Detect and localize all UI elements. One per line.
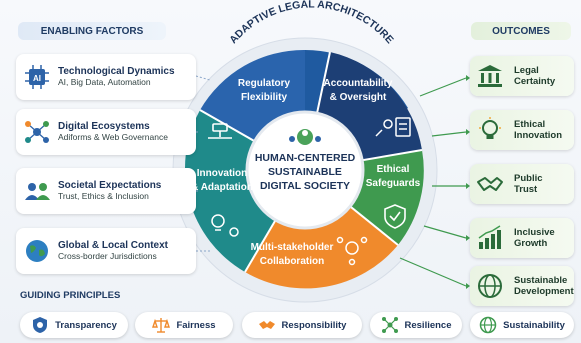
factor-subtitle: Adiforms & Web Governance [58,131,168,142]
center-line-3: DIGITAL SOCIETY [260,180,350,192]
principle-pill: Resilience [370,312,462,338]
gavel-icon [208,123,232,139]
center-line-1: HUMAN-CENTERED [255,152,356,164]
ethical-label-2: Safeguards [366,178,421,189]
globe-icon [26,240,48,262]
principle-label: Fairness [176,319,216,331]
stakeholder-network-icon [336,236,368,266]
shield-check-icon [384,204,406,229]
lightbulb-gear-icon [211,214,239,237]
factor-subtitle: Trust, Ethics & Inclusion [58,190,149,201]
factor-title: Societal Expectations [58,180,162,192]
lightbulb-icon [479,117,501,139]
outcomes-header: OUTCOMES [471,22,571,40]
shield-icon [33,317,48,333]
innovation-label-1: Innovation [197,168,248,179]
guiding-principles-header: GUIDING PRINCIPLES [20,290,121,301]
outcome-label-1: Ethical [514,118,546,130]
handshake-icon [477,177,503,191]
courthouse-icon [478,65,502,87]
outcome-label-1: Inclusive [514,226,555,238]
outcome-label-1: Legal [514,64,539,76]
regulatory-label-1: Regulatory [238,78,291,89]
outcome-label-1: Public [514,172,543,184]
accountability-label-1: Accountability [324,78,393,89]
outcome-label-2: Growth [514,238,548,249]
multistakeholder-label-1: Multi-stakeholder [251,242,334,253]
principle-label: Sustainability [503,319,565,331]
factor-card: Global & Local Context Cross-border Juri… [16,228,196,274]
principle-label: Resilience [404,319,452,331]
accountability-label-2: & Oversight [330,92,387,103]
center-line-2: SUSTAINABLE [268,166,342,178]
principle-pill: Sustainability [470,312,574,338]
network-icon [25,121,49,143]
factor-subtitle: AI, Big Data, Automation [58,76,151,87]
factor-card: Societal Expectations Trust, Ethics & In… [16,168,196,214]
outcome-label-2: Certainty [514,76,556,87]
chip-icon: AI [25,65,49,89]
factor-title: Digital Ecosystems [58,121,150,133]
factor-subtitle: Cross-border Jurisdictions [58,250,157,261]
factor-title: Technological Dynamics [58,66,175,78]
principle-pill: Transparency [20,312,128,338]
ethical-label-1: Ethical [377,164,410,175]
segment-multistakeholder [245,170,398,289]
people-icon [25,183,50,200]
principle-label: Transparency [55,319,117,331]
network-icon [381,317,398,333]
svg-text:AI: AI [33,74,41,83]
outcome-label-2: Trust [514,184,538,195]
regulatory-label-2: Flexibility [241,92,288,103]
principle-pill: Fairness [135,312,233,338]
factor-title: Global & Local Context [58,240,169,252]
document-checklist-icon [375,117,411,137]
innovation-label-2: & Adaptation [191,182,253,193]
globe-icon [479,316,497,334]
earth-icon [478,274,502,298]
society-network-icon [289,129,321,145]
principle-label: Responsibility [281,319,347,331]
segment-innovation [185,110,305,272]
principle-pill: Responsibility [242,312,362,338]
enabling-factors-header: ENABLING FACTORS [18,22,166,40]
growth-chart-icon [478,225,501,249]
outcome-label-2: Development [514,286,574,297]
outcome-label-1: Sustainable [514,274,568,286]
factor-card: Digital Ecosystems Adiforms & Web Govern… [16,109,196,155]
handshake-icon [258,321,275,329]
multistakeholder-label-2: Collaboration [260,256,324,267]
outcome-label-2: Innovation [514,130,563,141]
factor-card: AI Technological Dynamics AI, Big Data, … [16,54,196,100]
scales-icon [152,318,171,333]
